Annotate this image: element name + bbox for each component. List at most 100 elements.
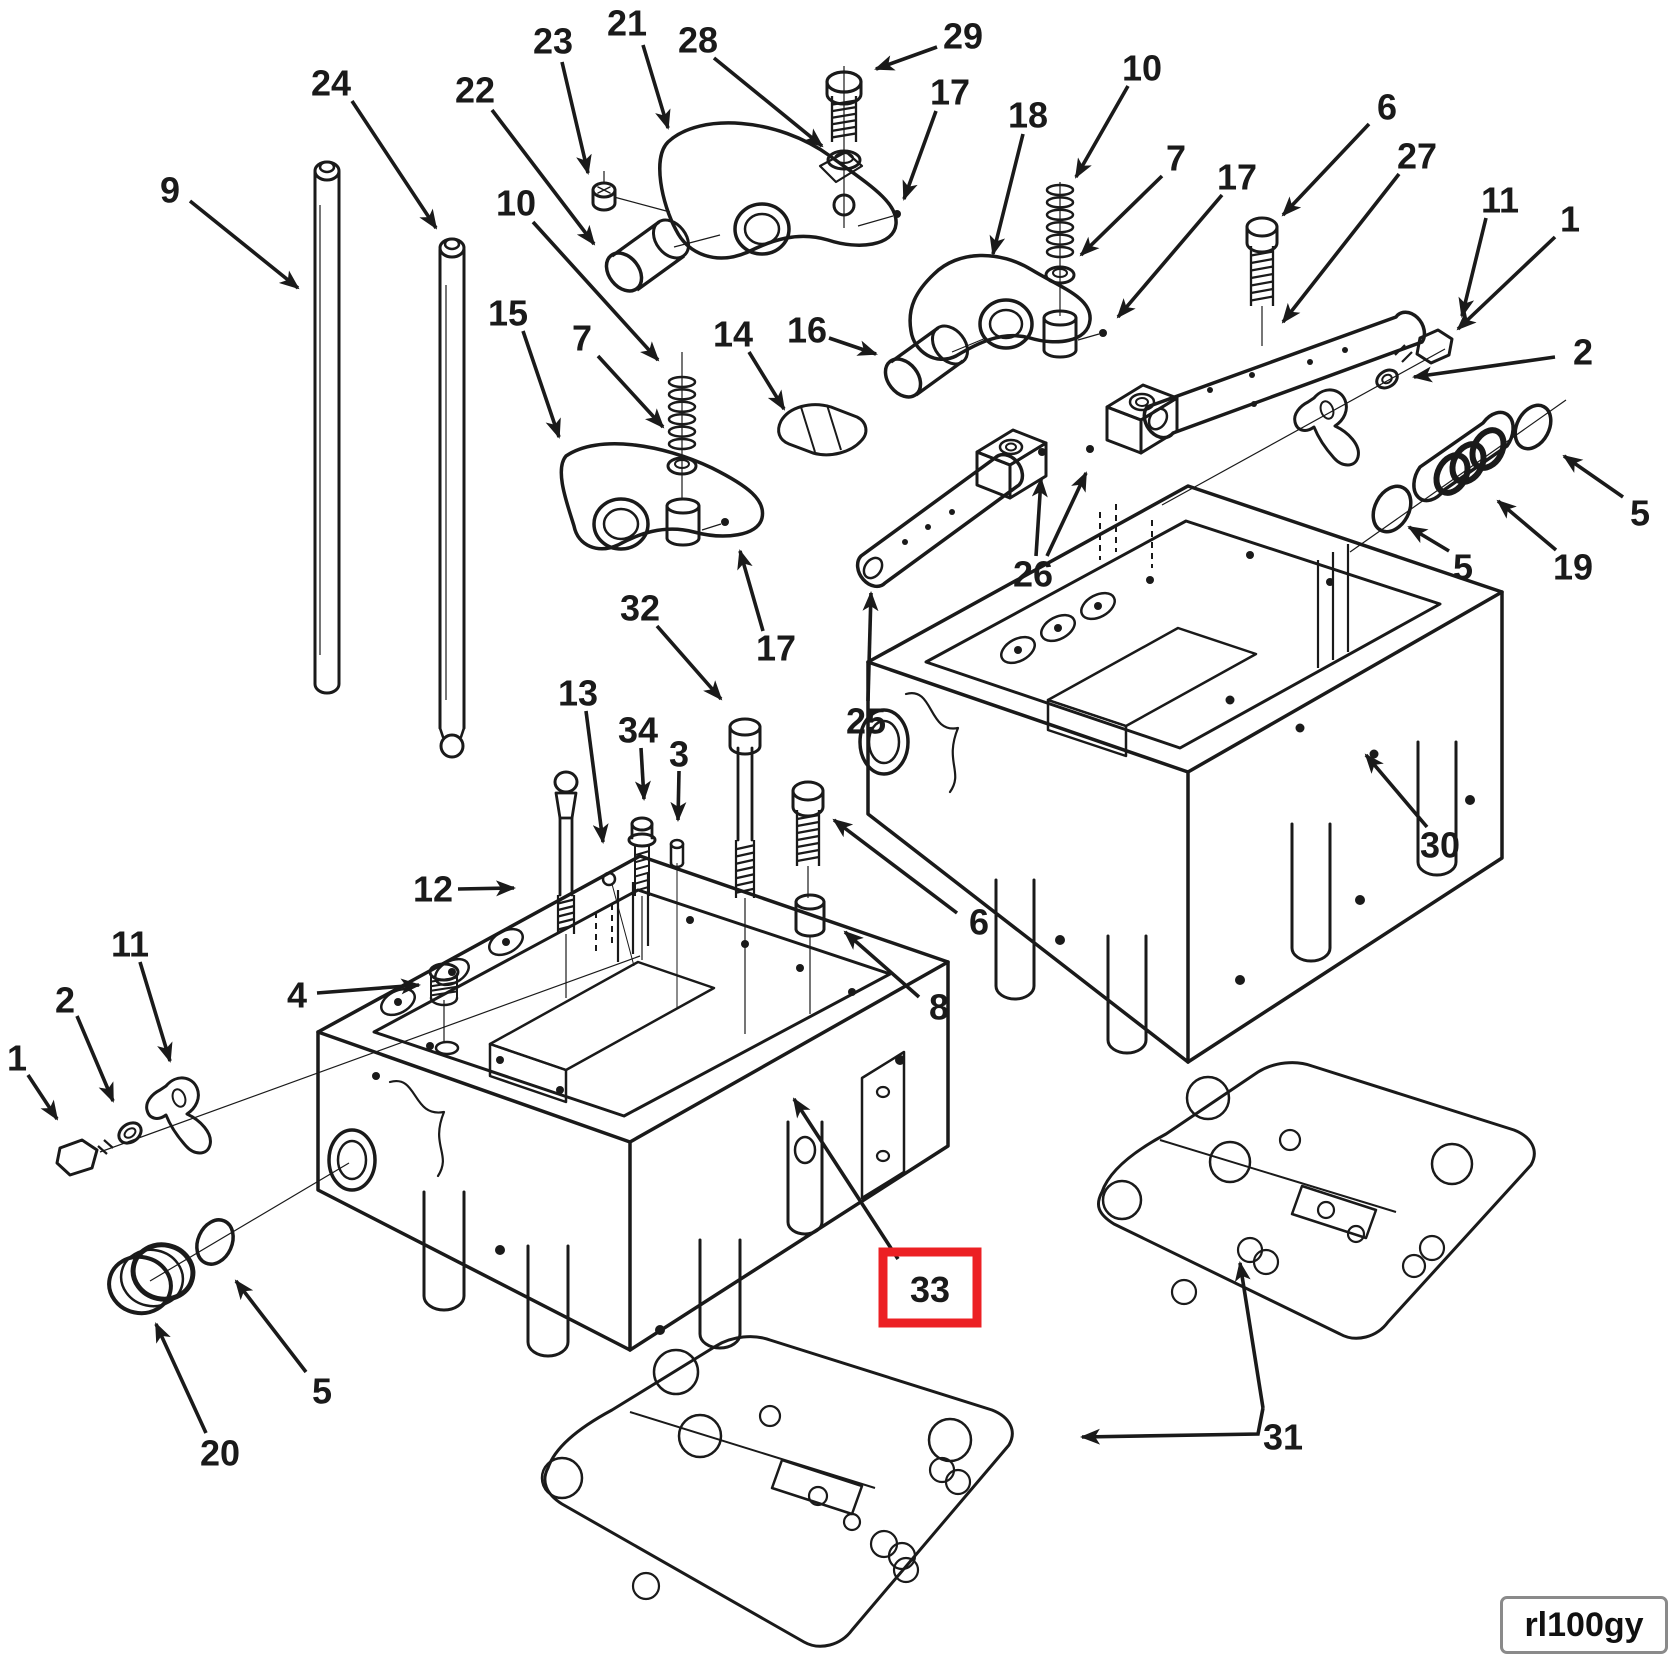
part-thread-thread (831, 99, 857, 106)
leader-arrow-2-2 (75, 1015, 115, 1103)
pushrod-9 (313, 170, 341, 695)
leader-arrow-6-1 (1281, 122, 1371, 217)
leader-arrow-15 (521, 330, 561, 439)
part-dot (556, 1086, 564, 1094)
callout-17-3: 17 (737, 549, 796, 669)
part-thread-thread (430, 990, 458, 997)
part-thread-thread (1250, 272, 1274, 280)
callout-15: 15 (488, 293, 561, 439)
leader-arrow-13 (584, 710, 609, 844)
leader-arrow-11-1 (1458, 217, 1488, 318)
callout-number-22: 22 (455, 70, 495, 111)
part-line (1401, 351, 1413, 363)
o-ring-5b (1513, 403, 1553, 451)
callout-number-17-3: 17 (756, 628, 796, 669)
callout-number-21: 21 (607, 3, 647, 44)
part-thread-thread (1250, 250, 1274, 257)
part-thread-thread (735, 858, 755, 865)
callout-2-1: 2 (1412, 332, 1593, 383)
part-ellipse (875, 1149, 891, 1163)
callout-number-31: 31 (1263, 1417, 1303, 1458)
capscrew-6b (791, 780, 825, 802)
clamp-11b (145, 1076, 212, 1155)
o-ring-5c (195, 1218, 235, 1266)
cup-16 (883, 357, 923, 399)
leader-arrow-10-2 (1074, 85, 1130, 179)
part-path (975, 428, 1048, 467)
leader-arrow-7-1 (596, 354, 665, 429)
bolt-34-head (630, 816, 654, 832)
part-thread-thread (796, 848, 820, 856)
part-path (786, 1120, 824, 1236)
callout-number-1-2: 1 (7, 1038, 27, 1079)
leader-arrow-11-2 (138, 961, 173, 1063)
callout-34: 34 (618, 710, 658, 801)
part-thread-thread (735, 887, 755, 894)
part-thread-thread (796, 827, 820, 835)
callout-11-2: 11 (111, 924, 173, 1063)
leader-arrow-24 (350, 100, 438, 230)
part-line (149, 1162, 350, 1282)
part-path (438, 726, 466, 739)
part-path (1186, 590, 1504, 1064)
part-ellipse (733, 202, 791, 256)
plug-19 (1412, 410, 1515, 503)
callout-number-2-2: 2 (55, 980, 75, 1021)
part-ellipse (1080, 591, 1116, 621)
part-ellipse (1000, 635, 1036, 665)
callout-3: 3 (669, 734, 689, 822)
part-thread-thread (557, 911, 575, 918)
callout-30: 30 (1364, 753, 1460, 866)
part-thread-thread (735, 873, 755, 880)
part-dot (1295, 723, 1305, 733)
callout-20: 20 (154, 1322, 240, 1474)
part-ellipse (1252, 1248, 1280, 1276)
part-thread-thread (430, 985, 458, 992)
part-thread-thread (1250, 280, 1274, 287)
part-dot (1369, 749, 1379, 759)
part-path (488, 1042, 568, 1104)
callout-number-4: 4 (287, 975, 307, 1016)
part-dot (1055, 935, 1065, 945)
part-thread-thread (1250, 257, 1274, 265)
callout-number-8: 8 (929, 987, 949, 1028)
part-path (860, 1050, 906, 1200)
part-dot (925, 524, 931, 530)
part-dot (1014, 646, 1022, 654)
part-thread-side (1249, 246, 1275, 306)
part-ellipse (978, 298, 1034, 350)
part-thread-thread (557, 924, 575, 931)
leader-arrow-1-1 (1456, 235, 1557, 331)
part-line (1349, 399, 1567, 553)
callout-5-2: 5 (1562, 454, 1650, 534)
part-ellipse (488, 927, 524, 957)
part-line (611, 883, 635, 967)
locknut-28 (826, 149, 862, 171)
callout-5-1: 5 (1407, 525, 1473, 588)
part-dot (949, 509, 955, 515)
callout-number-11-1: 11 (1481, 180, 1519, 221)
part-path (1139, 396, 1179, 455)
leader-arrow-20 (154, 1322, 208, 1434)
highlight-box-33 (878, 1247, 982, 1328)
callout-number-9: 9 (160, 170, 180, 211)
part-thread-thread (1250, 265, 1274, 272)
leader-arrow-18 (989, 133, 1025, 256)
part-ellipse (1101, 1179, 1143, 1221)
part-ellipse (1170, 1278, 1198, 1306)
part-dot (655, 1325, 665, 1335)
part-thread-thread (796, 834, 820, 842)
callout-16: 16 (787, 310, 878, 356)
part-path (1106, 934, 1148, 1055)
part-path (1042, 348, 1078, 359)
callout-29: 29 (874, 16, 983, 71)
pushrod-24-ball (439, 733, 465, 759)
part-path (372, 888, 892, 1118)
part-dot (721, 518, 729, 526)
callout-10-1: 10 (496, 183, 660, 362)
part-ellipse (651, 218, 691, 260)
part-ellipse (1185, 1075, 1231, 1121)
part-thread-side (430, 975, 458, 998)
